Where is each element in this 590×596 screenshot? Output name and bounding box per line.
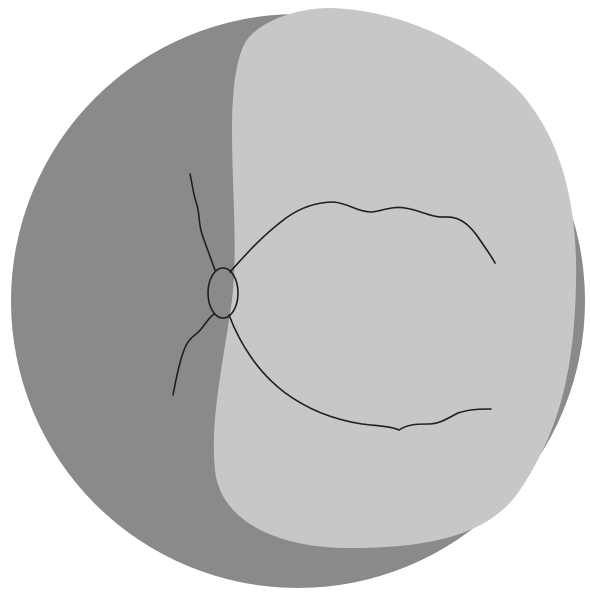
pale-region bbox=[214, 8, 576, 548]
